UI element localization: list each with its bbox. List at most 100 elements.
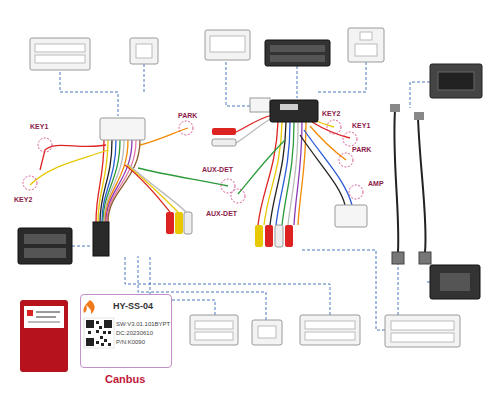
callout-circle xyxy=(23,120,363,203)
harness-connector xyxy=(392,252,404,264)
harness-connector xyxy=(18,98,431,264)
top-connector xyxy=(136,44,152,58)
qr-code xyxy=(84,318,114,348)
callout-circle xyxy=(179,121,193,135)
rca-plug xyxy=(275,225,283,247)
harness-connector xyxy=(414,112,424,120)
callout-circle xyxy=(349,185,363,199)
qr-code xyxy=(96,330,99,333)
top-connector xyxy=(210,36,245,52)
top-connector xyxy=(360,32,372,40)
wire xyxy=(129,165,186,212)
rca-plug xyxy=(265,225,273,247)
harness-connector xyxy=(419,252,431,264)
signal-label: KEY2 xyxy=(322,110,340,117)
bottom-connector xyxy=(258,326,276,338)
rca-plug xyxy=(184,212,192,234)
callout-circle xyxy=(38,138,52,152)
leader-line xyxy=(398,262,399,315)
qr-code xyxy=(84,318,114,348)
top-connector xyxy=(348,28,384,62)
harness-connector xyxy=(390,104,400,112)
bottom-connector xyxy=(190,315,238,345)
leader-line xyxy=(226,62,252,106)
top-connector xyxy=(270,55,325,62)
qr-code xyxy=(108,343,111,346)
signal-label: AUX-DET xyxy=(206,210,237,217)
wire xyxy=(108,140,140,222)
bottom-connector xyxy=(252,320,282,345)
top-connector xyxy=(430,64,482,98)
wire xyxy=(30,110,426,252)
wire xyxy=(282,122,294,225)
qr-code xyxy=(100,336,103,339)
canbus-heading: Canbus xyxy=(105,373,145,385)
bottom-connector xyxy=(305,321,355,329)
canbus-module xyxy=(24,306,64,328)
harness-connector xyxy=(24,234,66,244)
model-text: HY-SS-04 xyxy=(113,301,153,311)
canbus-module xyxy=(36,316,56,318)
qr-code xyxy=(104,320,112,328)
top-connector xyxy=(30,28,482,98)
wire xyxy=(30,150,108,185)
wire xyxy=(127,165,178,212)
top-connector xyxy=(270,45,325,52)
rca-plug xyxy=(212,139,236,146)
rca-plug xyxy=(212,128,236,135)
rca-plug xyxy=(166,128,293,247)
callout-circle xyxy=(339,153,353,167)
wire xyxy=(125,165,170,212)
bottom-connector xyxy=(391,333,454,342)
harness-connector xyxy=(100,118,145,140)
wire xyxy=(40,145,106,170)
signal-label: KEY1 xyxy=(30,123,48,130)
signal-label: PARK xyxy=(178,112,197,119)
leader-line xyxy=(60,72,118,116)
leader-line xyxy=(72,246,92,247)
bottom-connector xyxy=(300,315,360,345)
qr-code xyxy=(101,343,104,346)
qr-code xyxy=(104,339,107,342)
callout-circle xyxy=(23,176,37,190)
part-number-text: P/N:K0090 xyxy=(116,339,145,345)
bottom-connector xyxy=(195,332,233,340)
bottom-connector xyxy=(195,321,233,329)
label-box: HY-SS-04SW:V3.01.101BYPTDC:20230610P/N:K… xyxy=(80,294,172,368)
qr-code xyxy=(96,341,99,344)
rca-plug xyxy=(255,225,263,247)
bottom-connector xyxy=(430,265,480,299)
callout-circle xyxy=(231,189,245,203)
wire xyxy=(394,110,398,252)
bottom-connector xyxy=(385,315,460,347)
callout-circle xyxy=(327,120,341,134)
leader-line xyxy=(60,62,440,330)
canbus-module xyxy=(20,300,68,372)
top-connector xyxy=(35,44,85,52)
date-text: DC:20230610 xyxy=(116,330,153,336)
wire xyxy=(304,130,352,205)
harness-connector xyxy=(270,100,318,122)
top-connector xyxy=(265,40,330,66)
qr-code xyxy=(96,321,99,324)
leader-line xyxy=(144,64,145,92)
top-connector xyxy=(355,44,377,56)
rca-plug xyxy=(175,212,183,234)
wire xyxy=(300,135,345,205)
canbus-module xyxy=(27,310,33,316)
wire xyxy=(238,140,285,194)
harness-connector xyxy=(250,98,270,112)
rca-plug xyxy=(166,212,174,234)
signal-label: PARK xyxy=(352,146,371,153)
wire xyxy=(107,140,136,222)
harness-connector xyxy=(24,248,66,258)
canbus-module xyxy=(28,321,60,323)
qr-code xyxy=(86,338,94,346)
signal-label: AMP xyxy=(368,180,384,187)
top-connector xyxy=(130,38,158,64)
qr-code xyxy=(103,331,106,334)
harness-connector xyxy=(280,104,298,110)
wire xyxy=(294,122,302,225)
signal-label: KEY2 xyxy=(14,196,32,203)
